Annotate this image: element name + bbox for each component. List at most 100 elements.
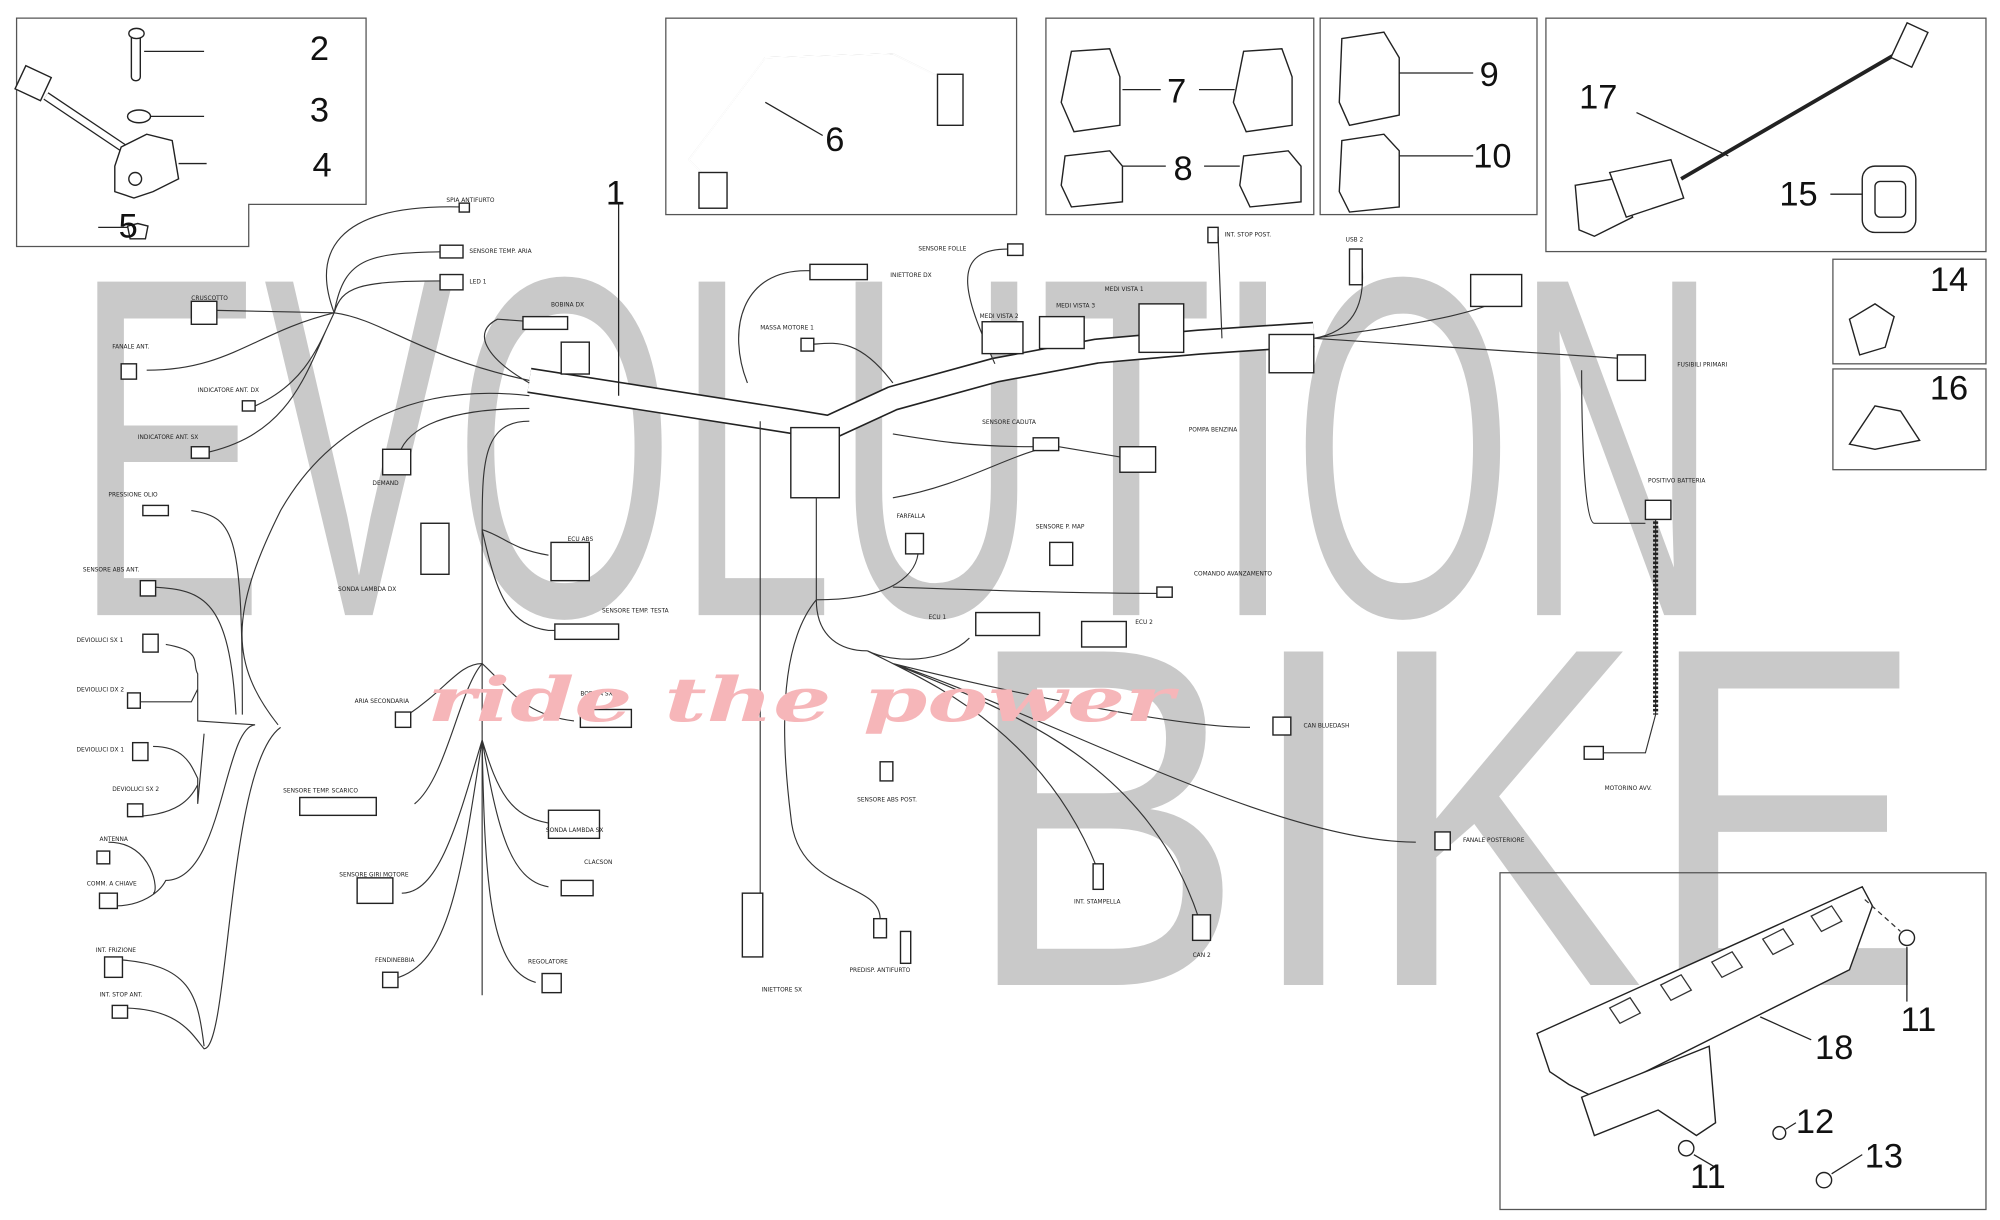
part-number-6: 6 [825,121,844,159]
label-massa-motore-1: MASSA MOTORE 1 [760,325,814,331]
label-demand: DEMAND [372,481,399,487]
label-antenna: ANTENNA [99,837,127,843]
clip-14 [1848,303,1895,356]
part-number-5: 5 [119,208,138,246]
label-can-bluedash: CAN BLUEDASH [1304,723,1350,729]
part-number-16: 16 [1930,370,1968,408]
screw-13 [1815,1171,1833,1189]
washer-3 [126,109,152,124]
part-number-12: 12 [1796,1103,1834,1141]
nut-12 [1772,1125,1787,1141]
leader-13 [1831,1154,1863,1175]
screw-11b [1677,1139,1695,1157]
bracket-18-parts [1536,885,1916,1189]
part-number-17: 17 [1579,79,1617,117]
part-number-15: 15 [1779,176,1817,214]
label-sensore-temp-testa: SENSORE TEMP. TESTA [602,609,669,615]
switch-plug [14,64,53,102]
label-sensore-abs-post: SENSORE ABS POST. [857,797,917,803]
label-pompa-benzina: POMPA BENZINA [1189,427,1237,433]
label-sensore-temp-scarico: SENSORE TEMP. SCARICO [283,788,358,794]
label-bobina-sx: BOBINA SX [580,691,612,697]
label-int-frizione: INT. FRIZIONE [96,948,137,954]
connector-6b [698,171,728,209]
label-int-stop-ant: INT. STOP ANT. [99,992,142,998]
sub-harness-6 [687,53,964,209]
label-aria-secondaria: ARIA SECONDARIA [355,699,409,705]
label-cruscotto: CRUSCOTTO [191,296,228,302]
label-int-stop-post: INT. STOP POST. [1224,232,1271,238]
label-iniettore-sx: INIETTORE SX [761,987,802,993]
part-number-10: 10 [1473,137,1511,175]
label-bobina-dx: BOBINA DX [551,302,584,308]
screw-2 [130,31,142,82]
label-devioluci-dx-1: DEVIOLUCI DX 1 [77,748,125,754]
label-regolatore: REGOLATORE [528,959,568,965]
label-fanale-posteriore: FANALE POSTERIORE [1463,838,1525,844]
relay-7b [1232,48,1293,133]
label-indicatore-ant-sx: INDICATORE ANT. SX [138,435,199,441]
rivet-16 [1848,405,1921,451]
switch-screw-hole [128,171,143,186]
label-ecu-abs: ECU ABS [568,537,594,543]
box-clip-14 [1832,258,1987,365]
part-number-13: 13 [1865,1137,1903,1175]
usb-socket-parts [1574,21,1929,451]
label-can-2: CAN 2 [1193,953,1211,959]
label-medi-vista-3: MEDI VISTA 3 [1056,304,1095,310]
grommet-hole [1874,180,1907,218]
part-number-9: 9 [1480,56,1499,94]
label-usb-2: USB 2 [1346,237,1364,243]
screw-11a [1898,929,1916,947]
part-number-4: 4 [313,146,332,184]
label-int-stampella: INT. STAMPELLA [1074,899,1121,905]
label-devioluci-dx-2: DEVIOLUCI DX 2 [77,688,125,694]
grommet-5 [126,222,149,240]
label-spia-antifurto: SPIA ANTIFURTO [446,198,494,204]
label-sensore-temp-aria: SENSORE TEMP. ARIA [469,249,531,255]
leader-12 [1785,1122,1797,1130]
switch-cable-inner [44,93,130,154]
part-number-11-top: 11 [1901,1001,1937,1039]
watermark-brand-top: EVOLUTION [74,176,1719,718]
label-sensore-giri-motore: SENSORE GIRI MOTORE [339,873,409,879]
label-sensore-p-map: SENSORE P. MAP [1036,524,1085,530]
part-number-3: 3 [310,91,329,129]
part-number-11-bottom: 11 [1690,1158,1726,1196]
label-comando-avanzamento: COMANDO AVANZAMENTO [1194,572,1273,578]
label-ecu-2: ECU 2 [1135,620,1153,626]
box-rivet-16 [1832,368,1987,471]
label-clacson: CLACSON [584,860,612,866]
label-sensore-abs-ant: SENSORE ABS ANT. [83,568,140,574]
bracket-lower-plate [1580,1045,1717,1137]
label-sensore-folle: SENSORE FOLLE [918,246,966,252]
handlebar-switch-parts [14,27,207,240]
part-number-18: 18 [1815,1029,1853,1067]
box-handlebar-switch [15,17,367,248]
leader-18 [1759,1016,1812,1041]
part-number-8: 8 [1173,150,1192,188]
usb-body [1608,158,1685,219]
box-relays-7-8 [1045,17,1315,216]
part-number-callouts: 1 2 3 4 5 6 7 8 9 10 11 11 12 13 14 15 1… [119,30,1969,1196]
usb-cable [1680,49,1902,181]
label-medi-vista-2: MEDI VISTA 2 [980,314,1019,320]
label-fendinebbia: FENDINEBBIA [375,958,415,964]
relay-8a [1060,150,1124,208]
connector-labels: SPIA ANTIFURTO SENSORE TEMP. ARIA LED 1 … [77,198,1728,999]
watermark-slogan: ride the power [427,665,1179,736]
label-pressione-olio: PRESSIONE OLIO [108,492,158,498]
axis-dash [1864,899,1901,932]
detail-boxes [15,17,1987,1211]
part-number-14: 14 [1930,261,1968,299]
label-iniettore-dx: INIETTORE DX [890,273,931,279]
box-usb-17-15 [1545,17,1987,253]
leader-11b [1693,1154,1716,1168]
label-sonda-lambda-dx: SONDA LAMBDA DX [338,587,396,593]
box-harness-6 [665,17,1018,216]
label-devioluci-sx-2: DEVIOLUCI SX 2 [112,787,159,793]
label-led-1: LED 1 [469,279,486,285]
label-medi-vista-1: MEDI VISTA 1 [1105,287,1144,293]
screw-head [128,27,145,40]
